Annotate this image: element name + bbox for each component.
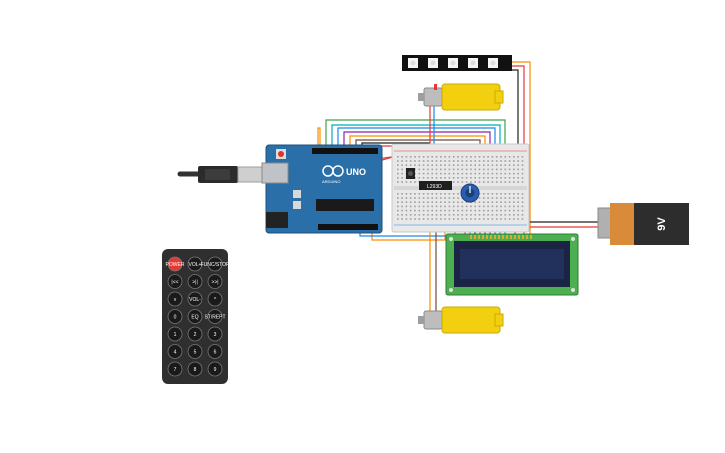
remote-button-label: >>|	[211, 279, 218, 285]
remote-button-label: 3	[214, 332, 217, 338]
remote-button[interactable]: ST/REPT	[204, 309, 226, 324]
lcd-pin	[506, 235, 508, 239]
lcd-pin	[522, 235, 524, 239]
remote-button[interactable]: 8	[187, 361, 203, 377]
lcd-pin	[530, 235, 532, 239]
neopixel-led	[488, 58, 498, 68]
remote-button[interactable]: 5	[187, 344, 203, 359]
usb-cable	[177, 166, 267, 183]
remote-button[interactable]: 2	[187, 326, 203, 342]
neopixel-led	[408, 58, 418, 68]
lcd-pin	[514, 235, 516, 239]
remote-button[interactable]: VOL-	[187, 291, 203, 307]
remote-button-label: 5	[194, 349, 197, 355]
remote-button[interactable]: FUNC/STOP	[201, 256, 230, 272]
potentiometer[interactable]	[460, 183, 480, 203]
remote-button-label: 9	[214, 367, 217, 373]
arduino-logo-text: ARDUINO	[322, 179, 340, 184]
remote-button-label: 8	[194, 367, 197, 373]
remote-button[interactable]: 6	[207, 344, 223, 359]
remote-button[interactable]: ^	[207, 291, 223, 307]
remote-button-label: 4	[174, 349, 177, 355]
remote-button-label: EQ	[191, 314, 198, 320]
remote-button-label: VOL+	[189, 262, 202, 268]
lcd-pin	[490, 235, 492, 239]
neopixel-led	[468, 58, 478, 68]
remote-button-label: 7	[174, 367, 177, 373]
remote-button[interactable]: 1	[167, 326, 183, 342]
dc-motor-top[interactable]	[418, 83, 504, 111]
remote-button-label: POWER	[166, 262, 185, 268]
lcd-pin	[474, 235, 476, 239]
lcd-pin	[486, 235, 488, 239]
breadboard-holes	[397, 156, 524, 220]
battery-label: 9V	[656, 217, 668, 231]
ir-receiver[interactable]	[406, 168, 415, 179]
lcd-pin	[518, 235, 520, 239]
remote-button-label: 1	[174, 332, 177, 338]
lcd-pin	[510, 235, 512, 239]
motor-driver-label: L293D	[427, 184, 442, 190]
battery-9v[interactable]: 9V	[597, 203, 689, 245]
lcd-pin	[478, 235, 480, 239]
remote-button[interactable]: 3	[207, 326, 223, 342]
arduino-uno-board[interactable]: UNO ARDUINO	[261, 144, 383, 234]
breadboard[interactable]	[391, 143, 530, 233]
remote-button-label: ^	[214, 297, 217, 303]
remote-button[interactable]: >>|	[207, 274, 223, 289]
remote-button-label: FUNC/STOP	[201, 262, 230, 268]
neopixel-strip[interactable]	[402, 55, 512, 71]
remote-button[interactable]: 4	[167, 344, 183, 359]
remote-button-label: VOL-	[189, 297, 201, 303]
lcd-16x2[interactable]	[445, 233, 579, 296]
remote-button[interactable]: VOL+	[187, 256, 203, 272]
lcd-pin	[482, 235, 484, 239]
ir-remote[interactable]: POWER VOL+FUNC/STOP |<< >|| >>| v VOL- ^ 0 EQ ST/R…	[162, 249, 230, 384]
lcd-pin	[526, 235, 528, 239]
lcd-pin	[494, 235, 496, 239]
remote-button-label: v	[174, 297, 177, 303]
dc-motor-bottom[interactable]	[418, 306, 504, 334]
arduino-brand-label: UNO	[346, 167, 366, 177]
remote-button-label: |<<	[171, 279, 178, 285]
lcd-pin	[498, 235, 500, 239]
lcd-pin	[502, 235, 504, 239]
remote-button-label: 6	[214, 349, 217, 355]
remote-button[interactable]: >||	[187, 274, 203, 289]
remote-button-label: 2	[194, 332, 197, 338]
remote-button[interactable]: |<<	[167, 274, 183, 289]
motor-driver-ic[interactable]: L293D	[419, 181, 452, 190]
remote-button-label: >||	[192, 279, 198, 285]
remote-button[interactable]: v	[167, 291, 183, 307]
remote-button-label: 0	[174, 314, 177, 320]
remote-button[interactable]: 9	[207, 361, 223, 377]
lcd-pin	[470, 235, 472, 239]
remote-button[interactable]: POWER	[166, 256, 185, 272]
neopixel-led	[428, 58, 438, 68]
neopixel-led	[448, 58, 458, 68]
remote-button-label: ST/REPT	[204, 314, 225, 320]
remote-button[interactable]: EQ	[187, 309, 203, 324]
remote-button[interactable]: 0	[167, 309, 183, 324]
remote-button[interactable]: 7	[167, 361, 183, 377]
